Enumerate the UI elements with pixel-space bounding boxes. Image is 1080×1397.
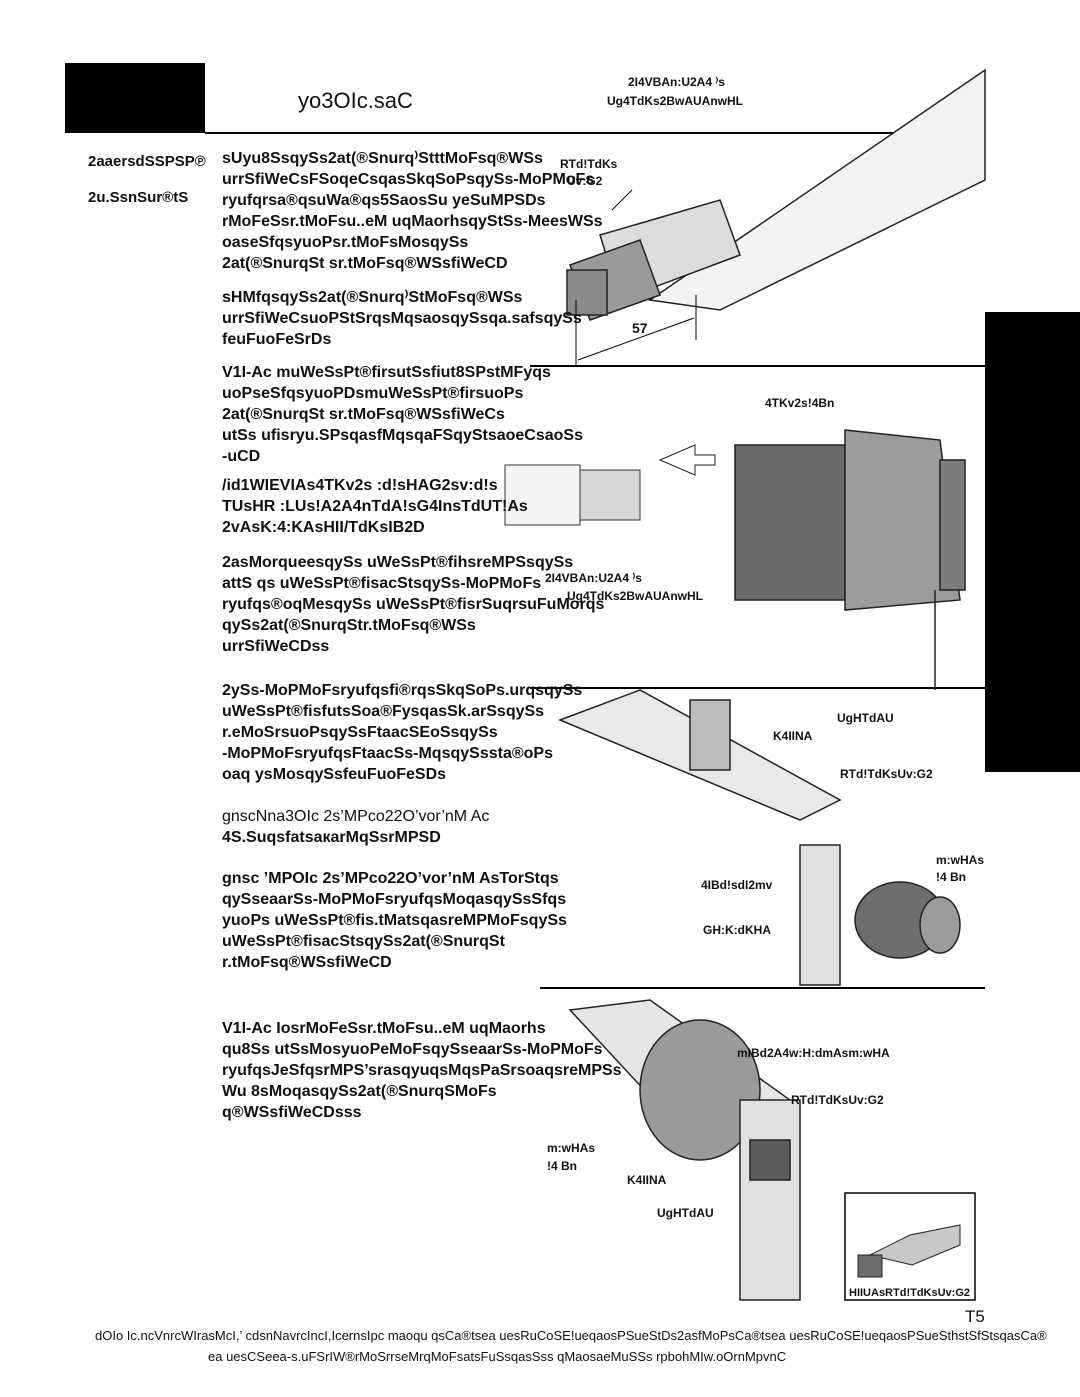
callout-mwhas: m:wHAs [936, 853, 985, 867]
callout-4bn-b: !4 Bn [547, 1159, 577, 1173]
callout-ghk: GH:K:dKHA [703, 923, 771, 937]
paragraph-5: 2asMorqueesqySs uWeSsPt®fihsreMPSsqySs a… [222, 554, 605, 655]
callout-k4iina: K4IINA [773, 729, 813, 743]
dimension-label: 57 [632, 320, 648, 336]
callout-motor-label: 4TKv2s!4Bn [765, 396, 835, 410]
motor-gear-illustration [734, 429, 966, 690]
paragraph-7: gnscNna3OIc 2s’MPco22O’vor’nM Ac 4S.Suqs… [222, 808, 490, 846]
callout-top-1: 2I4VBAn:U2A4 ⁾s [628, 75, 725, 89]
paragraph-8: gnsc ’MPOIc 2s’MPco22O’vor’nM AsTorStqs … [222, 870, 567, 971]
section-tab-black [65, 63, 205, 133]
bracket-assembly-illustration [557, 689, 961, 986]
callout-miba: mIBd2A4w:H:dmAsm:wHA [737, 1046, 890, 1060]
callout-shaft-1: RTd!TdKs [560, 157, 618, 171]
callout-mid-1: 2I4VBAn:U2A4 ⁾s [545, 571, 642, 585]
callout-shaft-2: Uv:G2 [567, 174, 603, 188]
left-label-2: 2u.SsnSur®tS [88, 189, 189, 206]
page-number: T5 [965, 1307, 985, 1326]
top-tube-illustration [566, 68, 986, 321]
footer-line-1: dOIo Ic.ncVnrcWIrasMcI,’ cdsnNavrcIncI,I… [95, 1328, 1047, 1343]
callout-libd: 4IBd!sdI2mv [701, 878, 773, 892]
left-label-1: 2aaersdSSPSP℗ [88, 153, 206, 170]
paragraph-6: 2ySs-MoPMoFsryufqsfi®rqsSkqSoPs.urqsqySs… [222, 682, 583, 783]
callout-ughtdau-b: UgHTdAU [657, 1206, 714, 1220]
callout-4bn: !4 Bn [936, 870, 966, 884]
paragraph-1: sUyu8SsqySs2at(®Snurq⁾StttMoFsq®WSs urrS… [222, 150, 603, 272]
footer-line-2: ea uesCSeea-s.uFSrIW®rMoSrrseMrqMoFsatsF… [208, 1349, 787, 1364]
paragraph-9: V1I-Ac IosrMoFeSsr.tMoFsu..eM uqMaorhs q… [222, 1020, 622, 1121]
paragraph-4: /id1WIEVIAs4TKv2s :d!sHAG2sv:d!s TUsHR :… [222, 477, 528, 536]
paragraph-2: sHMfqsqySs2at(®Snurq⁾StMoFsq®WSs urrSfiW… [222, 289, 582, 348]
callout-mwhas-b: m:wHAs [547, 1141, 596, 1155]
callout-top-2: Ug4TdKs2BwAUAnwHL [607, 94, 744, 108]
callout-mid-2: Ug4TdKs2BwAUAnwHL [567, 589, 704, 603]
bottom-bracket-illustration [568, 999, 801, 1301]
callout-k4iina-b: K4IINA [627, 1173, 667, 1187]
page-title: yo3OIc.saC [298, 88, 413, 113]
inset-caption: HIIUAsRTd!TdKsUv:G2 [849, 1287, 971, 1299]
paragraph-3: V1I-Ac muWeSsPt®firsutSsfiut8SPstMFyqs u… [222, 364, 583, 465]
callout-rtd-uvg2: RTd!TdKsUv:G2 [840, 767, 933, 781]
callout-ughtdau: UgHTdAU [837, 711, 894, 725]
callout-rtd-uvg2-b: RTd!TdKsUv:G2 [791, 1093, 884, 1107]
header-rule [205, 132, 985, 134]
chapter-side-tab [985, 312, 1080, 772]
